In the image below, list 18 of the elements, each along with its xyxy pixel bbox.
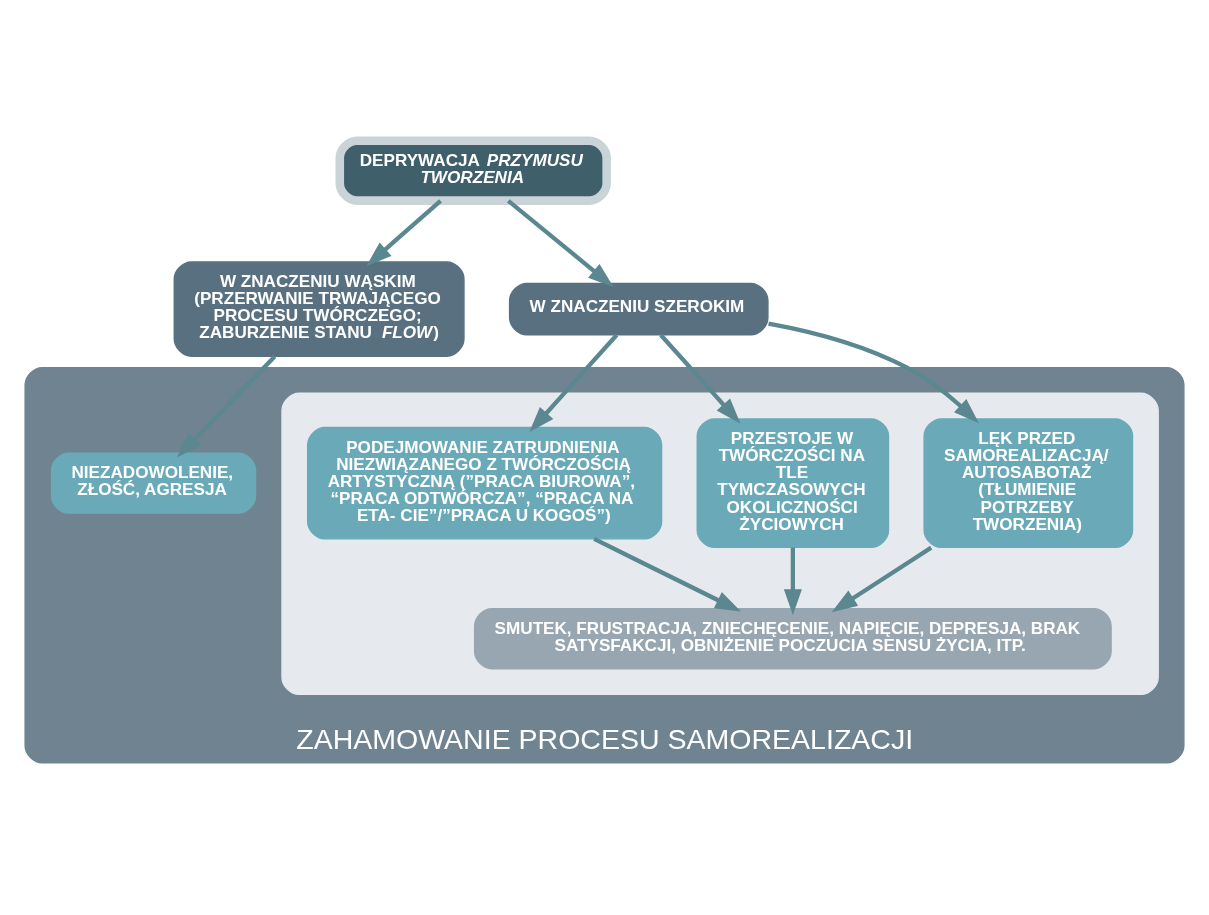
arrow [506, 199, 614, 288]
node-box: W ZNACZENIU WĄSKIM (PRZERWANIE TRWAJĄCEGO PROCESU TWÓRCZEGO; ZABURZENIE STANU FLOW) [173, 261, 465, 357]
node-box: W ZNACZENIU SZEROKIM [508, 282, 769, 336]
arrow [366, 199, 442, 267]
arrow [593, 536, 741, 612]
cluster [281, 392, 1159, 696]
arrow [529, 333, 619, 433]
node-box: LĘK PRZED SAMOREALIZACJĄ/ AUTOSABOTAŻ (TŁUMIENIE POTRZEBY TWORZENIA) [923, 418, 1134, 549]
arrow [831, 545, 933, 613]
arrow [659, 333, 741, 424]
node-box: PODEJMOWANIE ZATRUDNIENIA NIEZWIĄZANEGO Z TWÓRCZOŚCIĄ ARTYSTYCZNĄ (”PRACA BIUROWA”, “PRACA ODTWÓRCZA”, “PRACA NA ETA- CIE”/”PRACA U KOGOŚ”) [306, 426, 663, 540]
node-box: PRZESTOJE W TWÓRCZOŚCI NA TLE TYMCZASOWYCH OKOLICZNOŚCI ŻYCIOWYCH [696, 418, 890, 549]
node-box: NIEZADOWOLENIE, ZŁOŚĆ, AGRESJA [50, 452, 257, 514]
arrow [176, 354, 277, 458]
arrow [783, 547, 802, 616]
node-box: SMUTEK, FRUSTRACJA, ZNIECHĘCENIE, NAPIĘCIE, DEPRESJA, BRAK SATYSFAKCJI, OBNIŻENIE POCZUCIA SENSU ŻYCIA, ITP. [473, 608, 1112, 670]
arrow [768, 321, 979, 424]
node-box: DEPRYWACJA PRZYMUSU TWORZENIA [335, 136, 611, 205]
